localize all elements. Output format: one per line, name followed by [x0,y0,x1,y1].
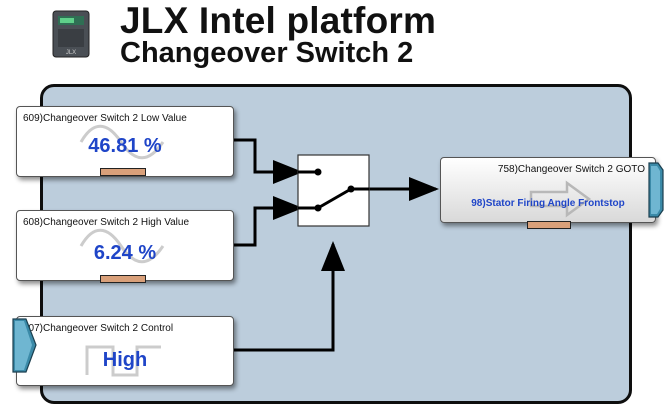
goto-connector [527,221,571,229]
arrow-right-icon [529,180,592,218]
switch-icon [297,154,370,227]
control-input-port-icon[interactable] [12,318,38,374]
high-value-connector [100,275,146,283]
low-value-block[interactable]: 609)Changeover Switch 2 Low Value 46.81 … [16,106,234,177]
low-value-connector [100,168,146,176]
control-block[interactable]: 607)Changeover Switch 2 Control High [16,316,234,386]
high-value-block[interactable]: 608)Changeover Switch 2 High Value 6.24 … [16,210,234,283]
sine-wave-icon [79,228,165,264]
goto-output-port-icon[interactable] [648,162,664,218]
wire-high-value [233,196,303,247]
control-label: 607)Changeover Switch 2 Control [23,323,174,334]
page-subtitle: Changeover Switch 2 [120,37,414,69]
control-state: High [102,349,148,371]
device-icon: JLX [52,10,90,58]
sine-wave-icon [79,124,165,160]
high-value-label: 608)Changeover Switch 2 High Value [23,217,190,228]
wire-control [233,241,345,352]
low-value-label: 609)Changeover Switch 2 Low Value [23,113,187,124]
low-value-reading: 46.81 % [88,135,162,157]
page-title-group: JLX Intel platform Changeover Switch 2 [120,2,436,68]
goto-block[interactable]: 758)Changeover Switch 2 GOTO 98)Stator F… [440,157,656,229]
device-logo-text: JLX [66,50,76,56]
goto-destination: 98)Stator Firing Angle Frontstop [471,198,625,209]
goto-label: 758)Changeover Switch 2 GOTO [497,164,645,175]
high-value-reading: 6.24 % [93,242,157,264]
page-title: JLX Intel platform [120,0,437,41]
square-wave-icon [85,345,161,377]
wire-low-value [233,138,303,184]
